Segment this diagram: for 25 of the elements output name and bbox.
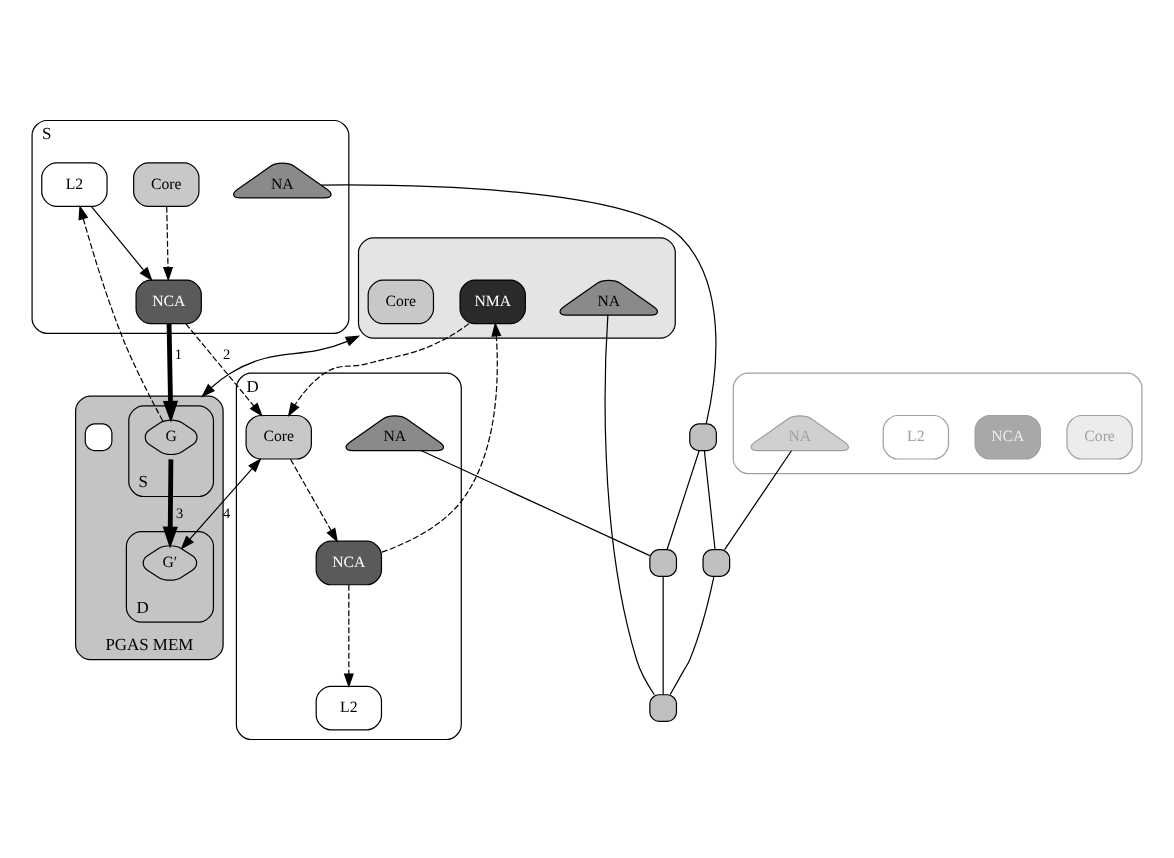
connector <box>666 449 700 550</box>
arrow <box>290 457 339 542</box>
connector <box>604 313 655 695</box>
connector <box>662 574 664 695</box>
cluster <box>732 371 1143 474</box>
arrow <box>287 322 470 416</box>
arrow <box>185 322 263 416</box>
node-box <box>84 422 113 451</box>
arrow <box>162 322 179 422</box>
connector <box>320 183 717 424</box>
arrow <box>162 205 174 281</box>
connector <box>669 574 715 695</box>
arrow <box>201 334 361 397</box>
arrow <box>78 204 164 421</box>
node-box <box>689 422 717 451</box>
arrow <box>381 320 502 552</box>
node-box <box>702 548 731 576</box>
node-box <box>649 548 678 576</box>
arrow <box>343 583 354 687</box>
connector <box>703 449 716 550</box>
node-box <box>649 693 678 721</box>
arrow <box>180 457 262 549</box>
arrow <box>91 205 153 281</box>
connector <box>420 449 651 556</box>
arrow <box>162 458 178 548</box>
